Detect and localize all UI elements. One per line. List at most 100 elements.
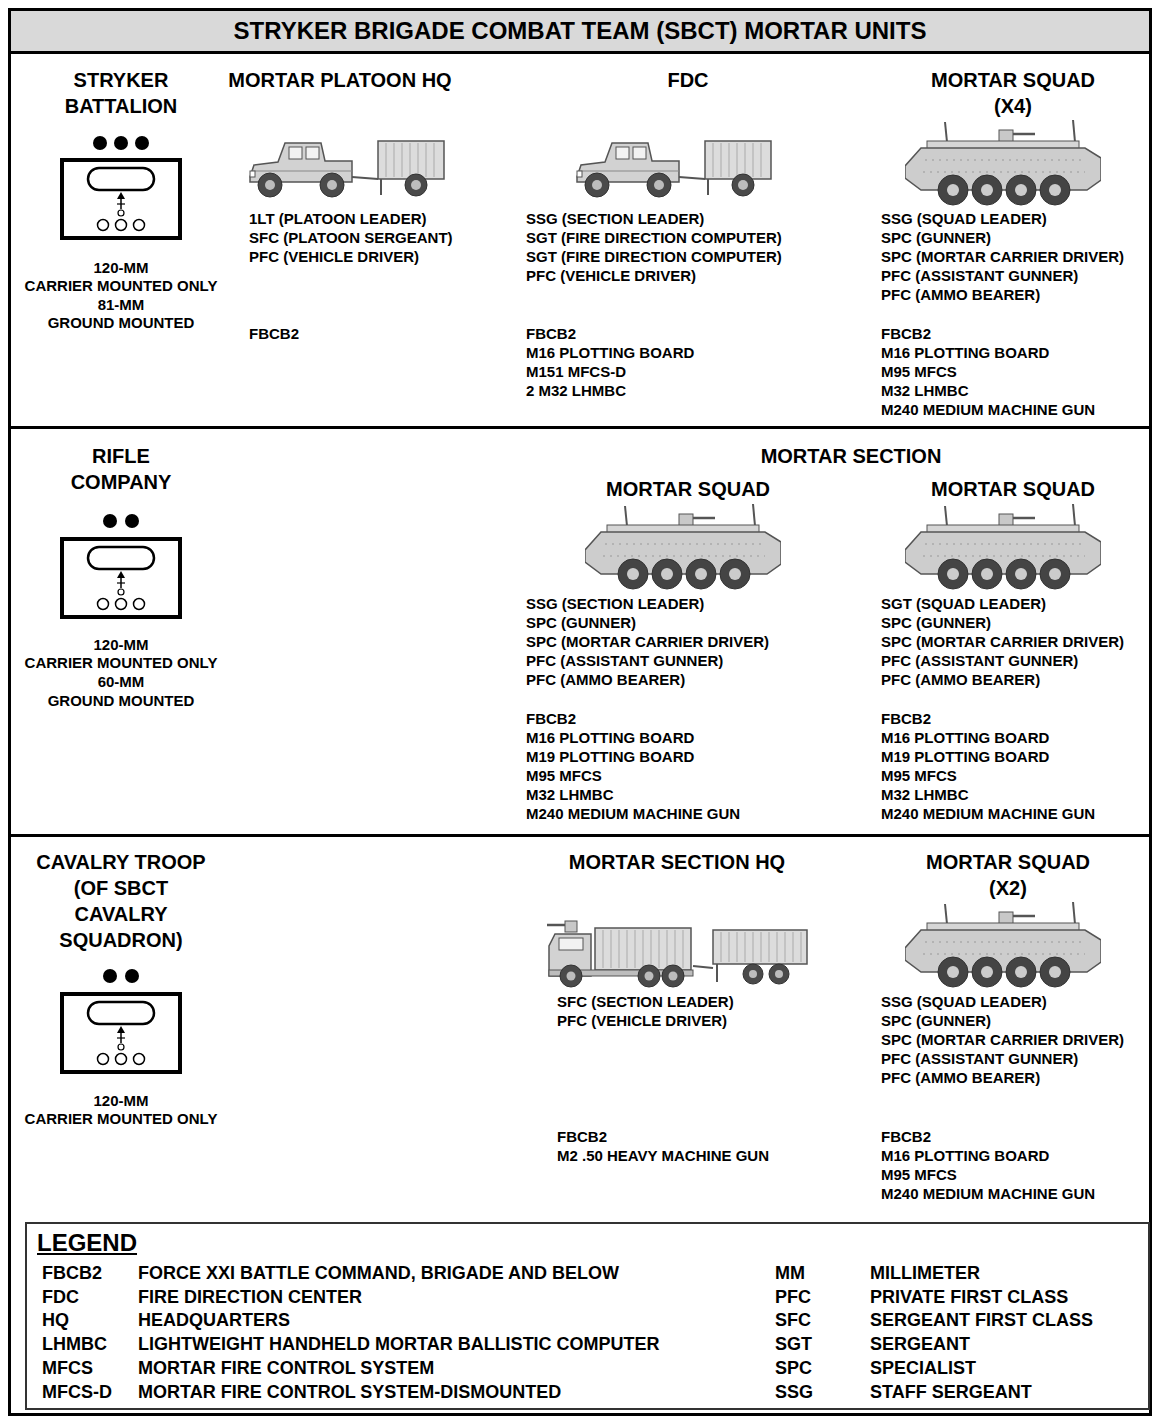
- legend-definition: FORCE XXI BATTLE COMMAND, BRIGADE AND BE…: [138, 1262, 619, 1285]
- legend-abbreviation: MM: [775, 1262, 805, 1285]
- unit-name: CAVALRY TROOP (OF SBCT CAVALRY SQUADRON): [35, 849, 208, 953]
- text-slot: CARRIER MOUNTED ONLY: [25, 1109, 218, 1128]
- equipment-line: FBCB2: [881, 324, 931, 343]
- unit-row: RIFLE COMPANY120-MMCARRIER MOUNTED ONLY6…: [8, 426, 1152, 837]
- legend-definition: HEADQUARTERS: [138, 1309, 290, 1332]
- text-slot: FBCB2: [42, 1262, 102, 1285]
- personnel-line: SFC (SECTION LEADER): [557, 992, 734, 1011]
- legend-heading: LEGEND: [37, 1227, 137, 1258]
- equipment-line: M19 PLOTTING BOARD: [526, 747, 694, 766]
- text-slot: HQ: [42, 1309, 69, 1332]
- text-slot: SPC (MORTAR CARRIER DRIVER): [881, 632, 1124, 651]
- equipment-line: M95 MFCS: [881, 766, 957, 785]
- element-heading: MORTAR SECTION HQ: [569, 849, 785, 875]
- text-slot: STRYKER BATTALION: [63, 67, 179, 119]
- legend-box: LEGEND FBCB2 FORCE XXI BATTLE COMMAND, BRI…: [25, 1222, 1150, 1410]
- text-slot: SFC: [775, 1309, 811, 1332]
- personnel-line: SPC (GUNNER): [881, 228, 991, 247]
- element-heading: MORTAR PLATOON HQ: [228, 67, 451, 93]
- equipment-line: FBCB2: [526, 324, 576, 343]
- text-slot: M240 MEDIUM MACHINE GUN: [881, 804, 1095, 823]
- equipment-line: M95 MFCS: [526, 766, 602, 785]
- unit-symbol: [62, 539, 180, 617]
- text-slot: SGT (FIRE DIRECTION COMPUTER): [526, 228, 782, 247]
- legend-definition: PRIVATE FIRST CLASS: [870, 1286, 1068, 1309]
- text-slot: CARRIER MOUNTED ONLY: [25, 653, 218, 672]
- hmmwv-with-trailer: [250, 141, 444, 197]
- text-slot: M95 MFCS: [526, 766, 602, 785]
- equipment-line: M19 PLOTTING BOARD: [881, 747, 1049, 766]
- size-dot: [135, 136, 149, 150]
- text-slot: M16 PLOTTING BOARD: [881, 1146, 1049, 1165]
- text-slot: SGT: [775, 1333, 812, 1356]
- equipment-line: M95 MFCS: [881, 1165, 957, 1184]
- legend-definition: STAFF SERGEANT: [870, 1381, 1032, 1404]
- personnel-line: SGT (FIRE DIRECTION COMPUTER): [526, 247, 782, 266]
- text-slot: SPECIALIST: [870, 1357, 976, 1380]
- personnel-line: SSG (SECTION LEADER): [526, 209, 704, 228]
- equipment-line: M32 LHMBC: [881, 785, 969, 804]
- text-slot: PFC (AMMO BEARER): [881, 285, 1040, 304]
- equipment-line: M16 PLOTTING BOARD: [881, 1146, 1049, 1165]
- personnel-line: PFC (ASSISTANT GUNNER): [881, 266, 1078, 285]
- unit-name: STRYKER BATTALION: [63, 67, 179, 119]
- text-slot: M95 MFCS: [881, 1165, 957, 1184]
- equipment-line: M240 MEDIUM MACHINE GUN: [881, 1184, 1095, 1203]
- text-slot: SPC (GUNNER): [526, 613, 636, 632]
- legend-definition: SERGEANT: [870, 1333, 970, 1356]
- legend-definition: MORTAR FIRE CONTROL SYSTEM-DISMOUNTED: [138, 1381, 561, 1404]
- text-slot: MORTAR FIRE CONTROL SYSTEM-DISMOUNTED: [138, 1381, 561, 1404]
- personnel-line: PFC (ASSISTANT GUNNER): [881, 651, 1078, 670]
- text-slot: 60-MM: [98, 672, 145, 691]
- personnel-line: PFC (AMMO BEARER): [881, 1068, 1040, 1087]
- title-text: STRYKER BRIGADE COMBAT TEAM (SBCT) MORTA…: [11, 11, 1149, 51]
- weapon-note: 120-MM: [93, 1091, 148, 1110]
- equipment-line: FBCB2: [881, 1127, 931, 1146]
- legend-abbreviation: SGT: [775, 1333, 812, 1356]
- legend-abbreviation: HQ: [42, 1309, 69, 1332]
- personnel-line: SPC (MORTAR CARRIER DRIVER): [881, 1030, 1124, 1049]
- personnel-line: SPC (MORTAR CARRIER DRIVER): [881, 632, 1124, 651]
- text-slot: FBCB2: [881, 709, 931, 728]
- text-slot: M32 LHMBC: [881, 381, 969, 400]
- text-slot: PFC (ASSISTANT GUNNER): [881, 1049, 1078, 1068]
- text-slot: MORTAR SECTION: [761, 443, 942, 469]
- personnel-line: PFC (VEHICLE DRIVER): [249, 247, 419, 266]
- element-heading: FDC: [667, 67, 708, 93]
- size-dot: [93, 136, 107, 150]
- text-slot: MORTAR SQUAD (X2): [924, 849, 1092, 901]
- equipment-line: FBCB2: [526, 709, 576, 728]
- equipment-line: M2 .50 HEAVY MACHINE GUN: [557, 1146, 769, 1165]
- text-slot: SPC (MORTAR CARRIER DRIVER): [881, 247, 1124, 266]
- text-slot: SPC (MORTAR CARRIER DRIVER): [526, 632, 769, 651]
- element-heading: MORTAR SECTION: [761, 443, 942, 469]
- text-slot: MILLIMETER: [870, 1262, 980, 1285]
- text-slot: MORTAR SQUAD (X4): [929, 67, 1097, 119]
- text-slot: LEGEND: [37, 1227, 137, 1258]
- element-heading: MORTAR SQUAD: [606, 476, 770, 502]
- legend-definition: FIRE DIRECTION CENTER: [138, 1286, 362, 1309]
- legend-definition: MORTAR FIRE CONTROL SYSTEM: [138, 1357, 434, 1380]
- element-heading: MORTAR SQUAD (X2): [924, 849, 1092, 901]
- text-slot: PFC (AMMO BEARER): [526, 670, 685, 689]
- text-slot: RIFLE COMPANY: [69, 443, 173, 495]
- text-slot: M240 MEDIUM MACHINE GUN: [526, 804, 740, 823]
- equipment-line: M16 PLOTTING BOARD: [881, 728, 1049, 747]
- text-slot: GROUND MOUNTED: [48, 313, 195, 332]
- equipment-line: 2 M32 LHMBC: [526, 381, 626, 400]
- text-slot: MM: [775, 1262, 805, 1285]
- title-band: STRYKER BRIGADE COMBAT TEAM (SBCT) MORTA…: [8, 8, 1152, 54]
- personnel-line: SPC (GUNNER): [881, 613, 991, 632]
- weapon-note: 81-MM: [98, 295, 145, 314]
- text-slot: FBCB2: [557, 1127, 607, 1146]
- equipment-line: M240 MEDIUM MACHINE GUN: [526, 804, 740, 823]
- unit-row: CAVALRY TROOP (OF SBCT CAVALRY SQUADRON)…: [8, 834, 1152, 1416]
- text-slot: LHMBC: [42, 1333, 107, 1356]
- text-slot: MORTAR SQUAD: [606, 476, 770, 502]
- weapon-note: 120-MM: [93, 258, 148, 277]
- text-slot: PFC (VEHICLE DRIVER): [249, 247, 419, 266]
- text-slot: SERGEANT: [870, 1333, 970, 1356]
- text-slot: MFCS: [42, 1357, 93, 1380]
- unit-symbol: [62, 160, 180, 238]
- text-slot: PFC (ASSISTANT GUNNER): [881, 651, 1078, 670]
